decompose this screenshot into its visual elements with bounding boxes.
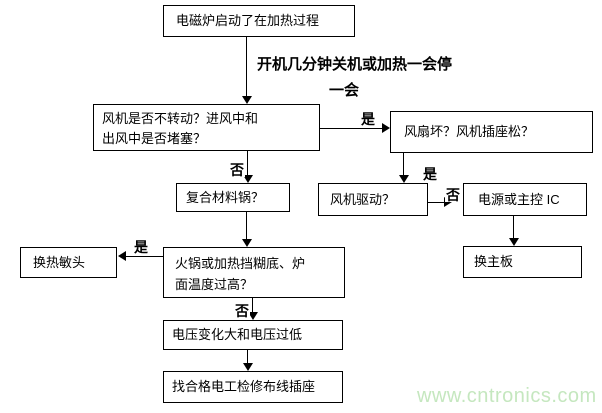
node-fan-stuck-line2: 出风中是否堵塞？: [102, 131, 207, 146]
node-voltage-label: 电压变化大和电压过低: [172, 327, 303, 342]
arrowhead-down-icon: [243, 363, 253, 371]
connector-fan-stuck-to-composite-pot: [247, 151, 248, 176]
node-fan-stuck: 风机是否不转动？进风中和 出风中是否堵塞？: [93, 104, 320, 151]
node-voltage: 电压变化大和电压过低: [163, 320, 343, 350]
connector-hotpot-to-sensor: [126, 256, 163, 257]
node-hotpot-line2: 面温度过高？: [175, 277, 254, 292]
arrowhead-down-icon: [509, 238, 519, 246]
connector-fan-broken-to-fan-drive: [403, 153, 404, 176]
node-power-ic: 电源或主控 IC: [463, 183, 587, 216]
node-fan-broken-label: 风扇坏？风机插座松？: [404, 124, 535, 139]
node-electrician-label: 找合格电工检修布线插座: [172, 379, 316, 394]
node-start: 电磁炉启动了在加热过程: [163, 5, 355, 37]
node-hotpot-line1: 火锅或加热挡糊底、炉: [175, 256, 306, 271]
connector-start-to-fan-stuck: [246, 37, 247, 96]
connector-hotpot-to-voltage: [252, 298, 253, 313]
node-electrician: 找合格电工检修布线插座: [163, 371, 343, 403]
node-hotpot: 火锅或加热挡糊底、炉 面温度过高？: [163, 247, 345, 298]
node-sensor: 换热敏头: [20, 247, 117, 278]
node-fan-drive: 风机驱动？: [318, 183, 428, 216]
edge-label-trigger-line2: 一会: [329, 82, 360, 99]
node-composite-pot: 复合材料锅？: [176, 183, 290, 212]
arrowhead-down-icon: [243, 175, 253, 183]
connector-composite-pot-to-hotpot: [246, 212, 247, 239]
node-composite-pot-label: 复合材料锅？: [186, 190, 265, 205]
connector-fan-stuck-to-fan-broken: [320, 128, 382, 129]
edge-label-trigger-line1: 开机几分钟关机或加热一会停: [257, 56, 453, 73]
node-fan-broken: 风扇坏？风机插座松？: [390, 111, 593, 153]
arrowhead-right-icon: [444, 197, 452, 207]
arrowhead-down-icon: [242, 96, 252, 104]
node-sensor-label: 换热敏头: [33, 255, 86, 270]
edge-label-no-voltage: 否: [234, 303, 250, 319]
arrowhead-right-icon: [382, 123, 390, 133]
arrowhead-down-icon: [399, 175, 409, 183]
arrowhead-down-icon: [242, 239, 252, 247]
arrowhead-down-icon: [248, 312, 258, 320]
edge-label-no-composite-pot: 否: [229, 162, 245, 178]
node-replace-board-label: 换主板: [474, 254, 514, 269]
watermark-url: www.cntronics.com: [417, 385, 597, 407]
edge-label-yes-fan-drive: 是: [422, 166, 438, 182]
node-start-label: 电磁炉启动了在加热过程: [176, 13, 320, 28]
arrowhead-left-icon: [118, 251, 126, 261]
connector-power-ic-to-replace-board: [513, 216, 514, 239]
node-replace-board: 换主板: [463, 246, 582, 278]
connector-voltage-to-electrician: [247, 350, 248, 364]
edge-label-no-power-ic: 否: [445, 187, 461, 203]
node-fan-drive-label: 风机驱动？: [330, 192, 396, 207]
node-power-ic-label: 电源或主控 IC: [478, 192, 560, 207]
edge-label-yes-fan-broken: 是: [360, 111, 376, 127]
connector-fan-drive-to-power-ic: [428, 202, 444, 203]
edge-label-yes-sensor: 是: [133, 239, 149, 255]
node-fan-stuck-line1: 风机是否不转动？进风中和: [102, 111, 259, 126]
